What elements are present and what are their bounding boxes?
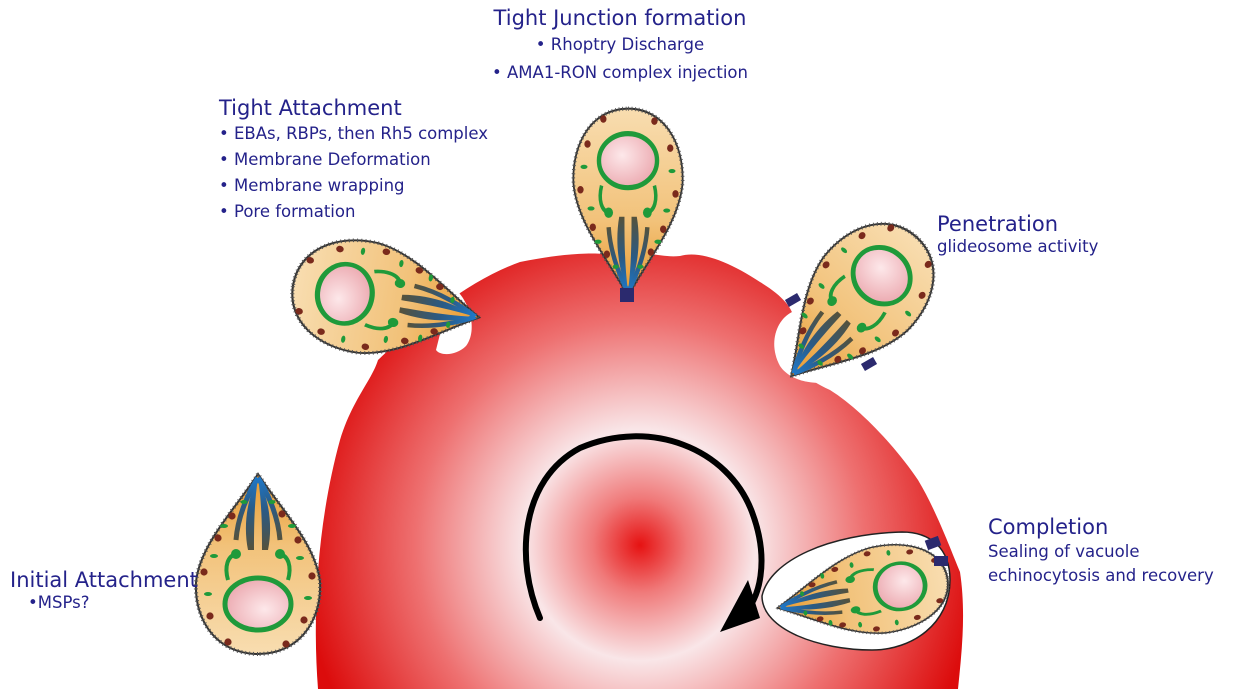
label-initial-attachment-item: •MSPs?	[10, 593, 198, 613]
merozoite-initial-attachment	[196, 474, 320, 654]
label-penetration-item: glideosome activity	[937, 237, 1098, 257]
penetration-junction-lower	[861, 357, 877, 371]
label-tight-junction: Tight Junction formation • Rhoptry Disch…	[400, 6, 840, 87]
label-tight-junction-item: • AMA1-RON complex injection	[400, 59, 840, 87]
label-tight-attachment: Tight Attachment • EBAs, RBPs, then Rh5 …	[219, 96, 488, 225]
label-tight-attachment-title: Tight Attachment	[219, 96, 488, 121]
label-tight-junction-title: Tight Junction formation	[400, 6, 840, 31]
label-completion-item: echinocytosis and recovery	[988, 564, 1214, 588]
tight-junction-marker	[620, 288, 634, 302]
label-tight-attachment-item: • Membrane Deformation	[219, 147, 488, 173]
label-completion-item: Sealing of vacuole	[988, 540, 1214, 564]
label-completion-title: Completion	[988, 515, 1214, 540]
label-initial-attachment-title: Initial Attachment	[10, 568, 198, 593]
label-completion: Completion Sealing of vacuole echinocyto…	[988, 515, 1214, 588]
label-penetration-title: Penetration	[937, 212, 1098, 237]
label-tight-attachment-item: • Pore formation	[219, 199, 488, 225]
label-tight-attachment-item: • Membrane wrapping	[219, 173, 488, 199]
label-initial-attachment: Initial Attachment •MSPs?	[10, 568, 198, 613]
label-penetration: Penetration glideosome activity	[937, 212, 1098, 257]
label-tight-junction-item: • Rhoptry Discharge	[400, 31, 840, 59]
completion-junction-lower	[934, 556, 948, 566]
label-tight-attachment-item: • EBAs, RBPs, then Rh5 complex	[219, 121, 488, 147]
